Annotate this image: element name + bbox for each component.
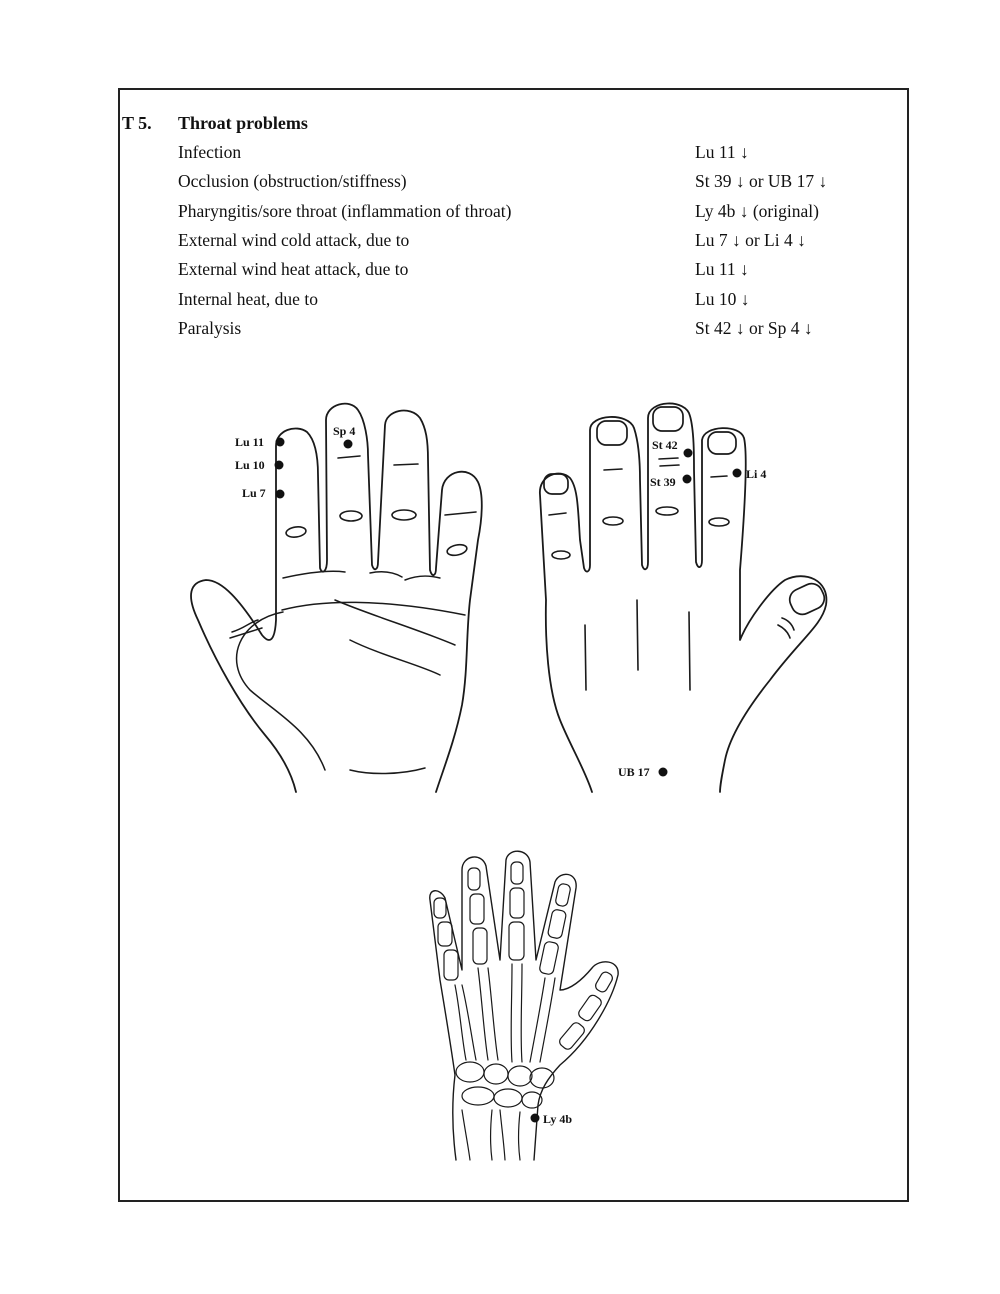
point-dot-lu10 [274,460,284,470]
point-label-lu7: Lu 7 [242,486,266,500]
back-hand-nails [543,406,826,616]
condition-label: Occlusion (obstruction/stiffness) [178,171,407,191]
skeleton-bones [433,861,613,1161]
condition-label: Infection [178,142,242,162]
condition-label: Paralysis [178,318,242,338]
points-label: St 39 ↓ or UB 17 ↓ [695,171,828,191]
point-label-lu11: Lu 11 [235,435,264,449]
point-label-st39: St 39 [650,475,676,489]
list-item: Pharyngitis/sore throat (inflammation of… [178,201,878,227]
point-label-st42: St 42 [652,438,678,452]
point-dot-lu11 [275,437,285,447]
list-item: Infection Lu 11 ↓ [178,142,878,168]
back-hand-knuckles [548,457,795,691]
section-number: T 5. [122,113,152,133]
point-dot-st42 [683,448,693,458]
condition-label: External wind cold attack, due to [178,230,410,250]
point-label-ly4b: Ly 4b [543,1112,572,1126]
section-title: Throat problems [178,113,308,133]
points-label: Lu 10 ↓ [695,289,750,309]
skeleton-hand-outline [429,850,619,1161]
point-label-sp4: Sp 4 [333,424,355,438]
page-frame [118,88,909,1202]
list-item: External wind heat attack, due to Lu 11 … [178,259,878,285]
condition-label: External wind heat attack, due to [178,259,409,279]
list-item: External wind cold attack, due to Lu 7 ↓… [178,230,878,256]
list-item: Paralysis St 42 ↓ or Sp 4 ↓ [178,318,878,344]
points-label: Ly 4b ↓ (original) [695,201,819,221]
points-label: Lu 11 ↓ [695,142,749,162]
list-item: Occlusion (obstruction/stiffness) St 39 … [178,171,878,197]
point-label-ub17: UB 17 [618,765,650,779]
points-label: Lu 11 ↓ [695,259,749,279]
point-dot-st39 [682,474,692,484]
point-dot-li4 [732,468,742,478]
palm-hand-outline [190,402,483,793]
point-dot-lu7 [275,489,285,499]
point-label-li4: Li 4 [746,467,766,481]
back-hand-outline [539,402,828,793]
list-item: Internal heat, due to Lu 10 ↓ [178,289,878,315]
condition-label: Pharyngitis/sore throat (inflammation of… [178,201,512,221]
palm-finger-joints [285,455,477,557]
point-dot-ly4b [530,1113,540,1123]
point-dot-ub17 [658,767,668,777]
point-dot-sp4 [343,439,353,449]
condition-label: Internal heat, due to [178,289,318,309]
point-label-lu10: Lu 10 [235,458,265,472]
points-label: St 42 ↓ or Sp 4 ↓ [695,318,813,338]
palm-creases [229,570,466,775]
points-label: Lu 7 ↓ or Li 4 ↓ [695,230,806,250]
